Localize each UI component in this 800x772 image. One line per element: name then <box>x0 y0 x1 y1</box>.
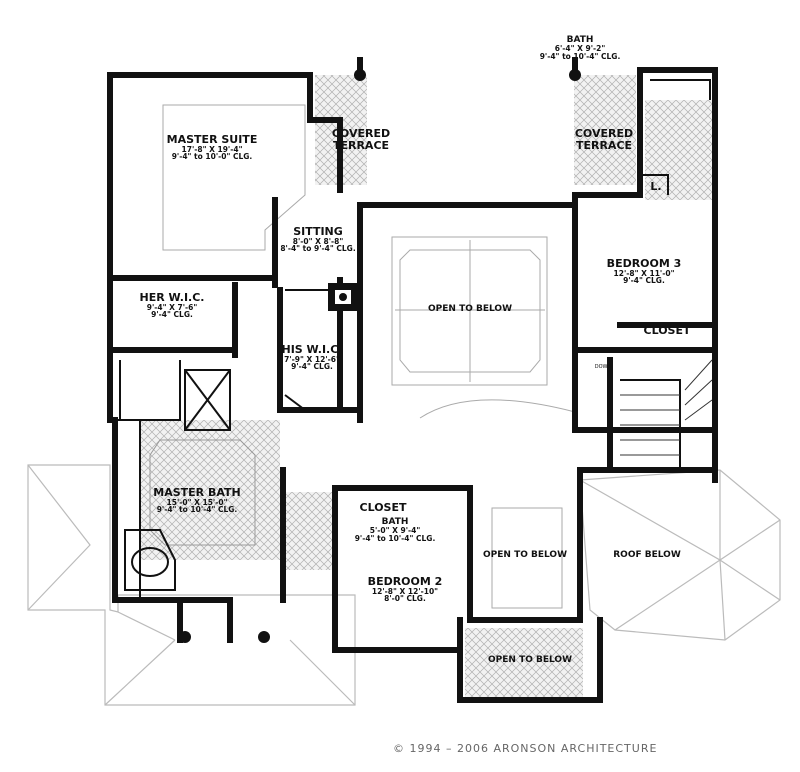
roof-right <box>579 469 781 641</box>
master-suite-clg: 9'-4" to 10'-0" CLG. <box>171 152 253 162</box>
roof-left <box>27 464 356 706</box>
bedroom2-name: BEDROOM 2 <box>367 575 443 588</box>
open-center-name: OPEN TO BELOW <box>428 304 512 314</box>
open-center-label: OPEN TO BELOW <box>428 304 512 314</box>
bedroom2-dim: 12'-8" X 12'-10" <box>371 586 439 596</box>
closet-mid-label: CLOSET <box>360 502 407 514</box>
bath-mid-clg: 9'-4" to 10'-4" CLG. <box>354 534 436 544</box>
covered-terrace-left-name1: COVERED <box>331 127 391 140</box>
sitting-decor <box>162 104 306 251</box>
his-wic-label: HIS W.I.C. 7'-9" X 12'-6" 9'-4" CLG. <box>282 344 343 371</box>
bath-top-clg: 9'-4" to 10'-4" CLG. <box>539 52 621 62</box>
sitting-clg: 8'-4" to 9'-4" CLG. <box>280 244 356 254</box>
roof-below-label: ROOF BELOW <box>613 550 681 560</box>
down-label: DOWN <box>594 364 612 370</box>
copyright-text: © 1994 – 2006 ARONSON ARCHITECTURE <box>393 742 658 755</box>
her-wic-clg: 9'-4" CLG. <box>151 310 193 320</box>
bedroom3-dim: 12'-8" X 11'-0" <box>613 268 675 278</box>
master-bath-label: MASTER BATH 15'-0" X 15'-0" 9'-4" to 10'… <box>153 487 240 514</box>
open-mid-label: OPEN TO BELOW <box>483 550 567 560</box>
covered-terrace-right-label: COVERED TERRACE <box>575 128 633 151</box>
bedroom3-clg: 9'-4" CLG. <box>623 276 665 286</box>
bath-top-floor <box>645 100 713 200</box>
thin-walls <box>115 79 711 600</box>
master-suite-name: MASTER SUITE <box>166 133 258 146</box>
bedroom2-clg: 8'-0" CLG. <box>384 594 426 604</box>
her-wic-name: HER W.I.C. <box>139 291 205 304</box>
closet-right-label: CLOSET <box>644 325 691 337</box>
open-mid-decor <box>491 507 563 609</box>
bath-top-label: BATH 6'-4" X 9'-2" 9'-4" to 10'-4" CLG. <box>539 35 621 62</box>
stairs <box>620 359 713 456</box>
bedroom3-label: BEDROOM 3 12'-8" X 11'-0" 9'-4" CLG. <box>607 258 682 285</box>
sitting-name: SITTING <box>293 225 343 238</box>
open-bottom-name: OPEN TO BELOW <box>488 655 572 665</box>
open-bottom-label: OPEN TO BELOW <box>488 655 572 665</box>
master-bath-decor <box>149 439 256 546</box>
bath-mid-dim: 5'-0" X 9'-4" <box>369 526 421 536</box>
his-wic-dim: 7'-9" X 12'-6" <box>284 354 340 364</box>
open-center-decor <box>391 236 576 419</box>
bath-mid-name: BATH <box>381 517 409 527</box>
covered-terrace-right-floor <box>574 75 636 185</box>
bath-mid-floor <box>283 492 335 570</box>
bath-top-name: BATH <box>566 35 594 45</box>
master-bath-clg: 9'-4" to 10'-4" CLG. <box>156 505 238 515</box>
open-bottom-floor <box>465 628 583 700</box>
open-mid-name: OPEN TO BELOW <box>483 550 567 560</box>
her-wic-label: HER W.I.C. 9'-4" X 7'-6" 9'-4" CLG. <box>140 292 205 319</box>
sitting-dim: 8'-0" X 8'-8" <box>292 236 344 246</box>
her-wic-dim: 9'-4" X 7'-6" <box>146 302 198 312</box>
covered-terrace-left-label: COVERED TERRACE <box>332 128 390 151</box>
bedroom2-label: BEDROOM 2 12'-8" X 12'-10" 8'-0" CLG. <box>368 576 443 603</box>
bedroom3-name: BEDROOM 3 <box>606 257 682 270</box>
covered-terrace-right-name2: TERRACE <box>575 138 633 152</box>
sitting-label: SITTING 8'-0" X 8'-8" 8'-4" to 9'-4" CLG… <box>280 226 355 253</box>
down-name: DOWN <box>594 364 612 370</box>
master-bath-name: MASTER BATH <box>153 486 241 499</box>
covered-terrace-right-name1: COVERED <box>574 127 634 140</box>
closet-right-name: CLOSET <box>643 324 691 337</box>
his-wic-name: HIS W.I.C. <box>281 343 343 356</box>
roof-below-name: ROOF BELOW <box>613 550 681 560</box>
his-wic-clg: 9'-4" CLG. <box>291 362 333 372</box>
linen-label: L. <box>650 181 661 193</box>
bath-mid-label: BATH 5'-0" X 9'-4" 9'-4" to 10'-4" CLG. <box>354 517 436 544</box>
master-bath-dim: 15'-0" X 15'-0" <box>166 497 228 507</box>
master-suite-dim: 17'-8" X 19'-4" <box>181 144 243 154</box>
master-suite-label: MASTER SUITE 17'-8" X 19'-4" 9'-4" to 10… <box>167 134 258 161</box>
closet-mid-name: CLOSET <box>359 501 407 514</box>
linen-name: L. <box>650 180 662 193</box>
covered-terrace-left-name2: TERRACE <box>332 138 390 152</box>
bath-top-dim: 6'-4" X 9'-2" <box>554 44 606 54</box>
tub <box>124 529 176 591</box>
